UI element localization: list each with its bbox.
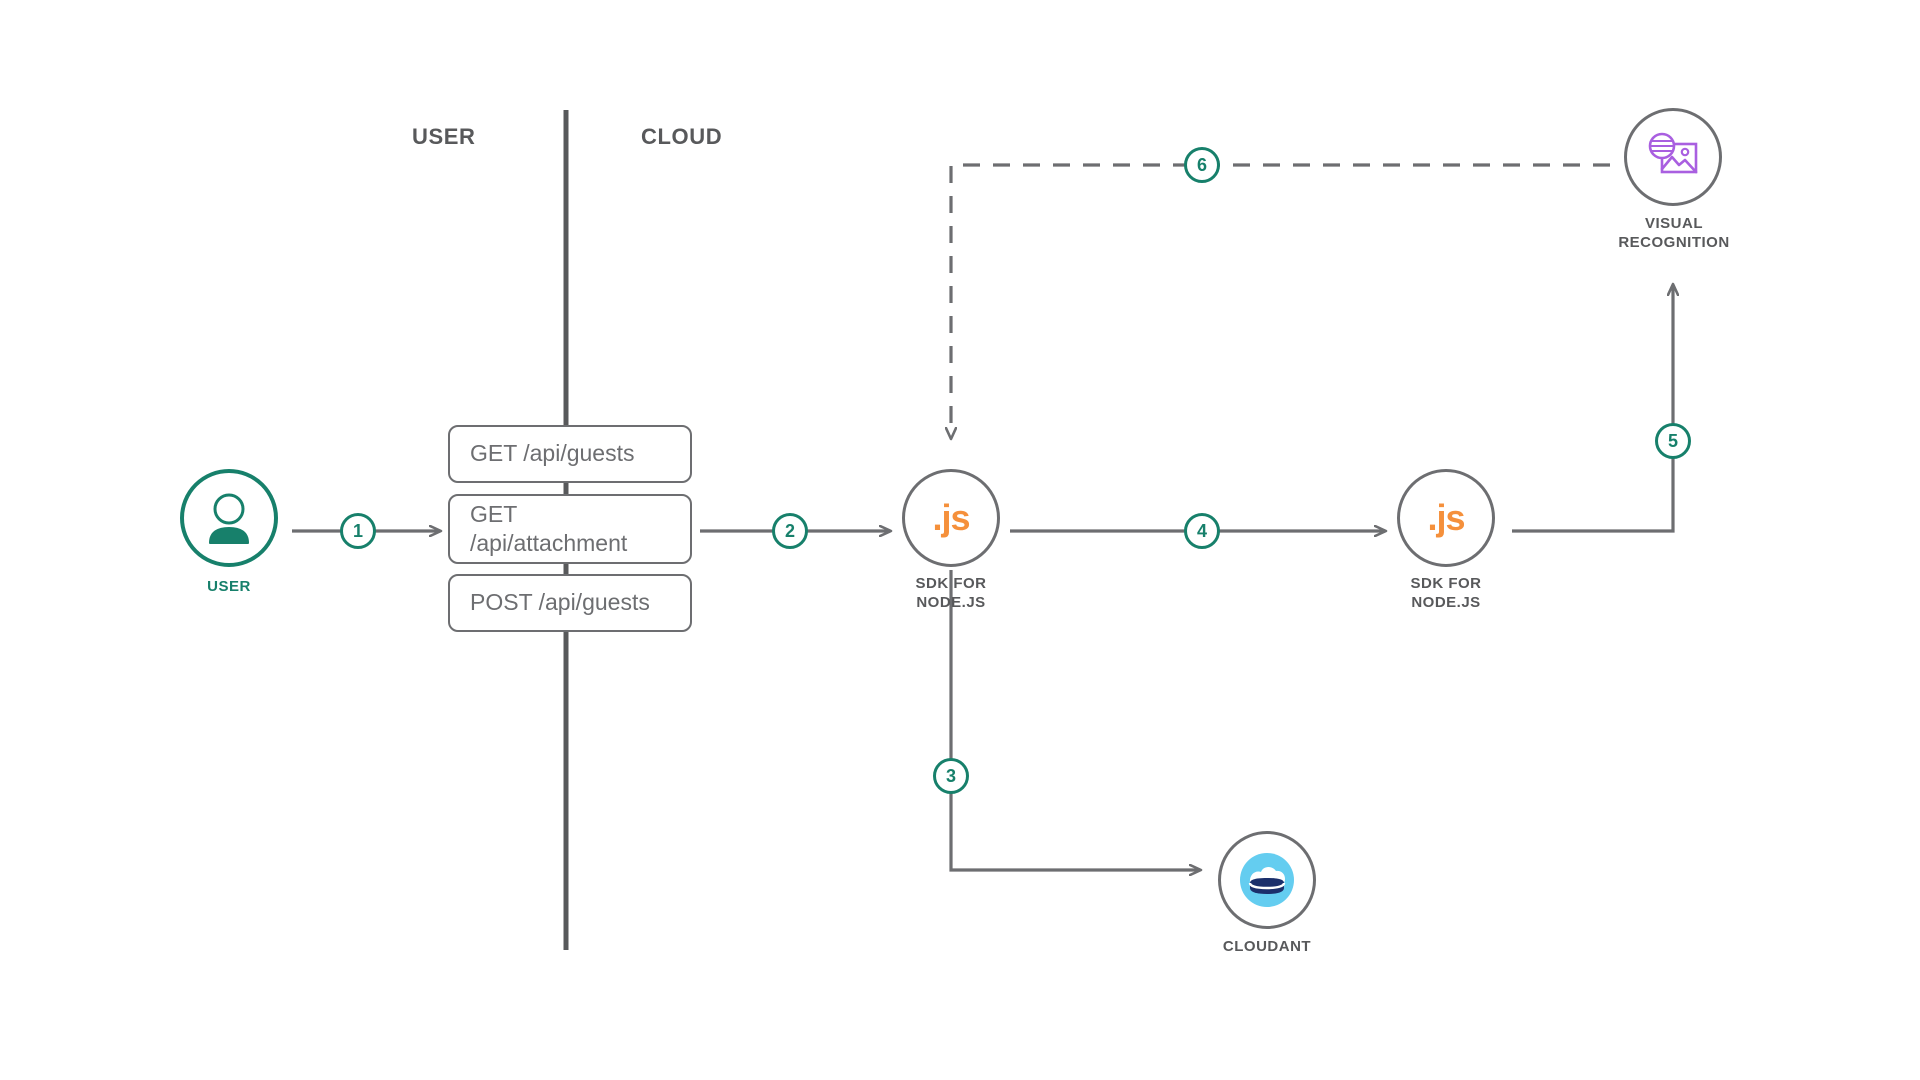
cloudant-icon — [1221, 834, 1313, 926]
user-avatar-icon — [184, 473, 274, 563]
step-badge-6[interactable]: 6 — [1184, 147, 1220, 183]
api-box-get-attachment[interactable]: GET /api/attachment — [448, 494, 692, 564]
node-visual-recognition[interactable] — [1624, 108, 1722, 206]
zone-label-cloud: CLOUD — [641, 124, 723, 149]
api-box-label: POST /api/guests — [470, 589, 650, 616]
nodejs-js-icon: .js — [932, 497, 970, 538]
node-cloudant[interactable] — [1218, 831, 1316, 929]
node-caption-cloudant: CLOUDANT — [1222, 938, 1312, 955]
connector-sdk1-to-cloudant — [949, 570, 1200, 870]
visual-recognition-icon — [1627, 111, 1719, 203]
node-caption-user: USER — [207, 578, 251, 595]
step-badge-4[interactable]: 4 — [1184, 513, 1220, 549]
node-caption-sdk-2: SDK FOR NODE.JS — [1410, 575, 1482, 611]
step-badge-1[interactable]: 1 — [340, 513, 376, 549]
step-badge-3[interactable]: 3 — [933, 758, 969, 794]
step-badge-2[interactable]: 2 — [772, 513, 808, 549]
api-box-get-guests[interactable]: GET /api/guests — [448, 425, 692, 483]
node-caption-visual-recognition: VISUAL RECOGNITION — [1618, 215, 1730, 251]
node-sdk-for-nodejs-1[interactable]: .js — [902, 469, 1000, 567]
api-box-label: GET /api/guests — [470, 440, 635, 467]
node-sdk-for-nodejs-2[interactable]: .js — [1397, 469, 1495, 567]
connector-sdk2-to-visual-recognition — [1512, 285, 1673, 533]
zone-label-user: USER — [412, 124, 476, 149]
node-user[interactable] — [180, 469, 278, 567]
node-caption-sdk-1: SDK FOR NODE.JS — [915, 575, 987, 611]
api-box-post-guests[interactable]: POST /api/guests — [448, 574, 692, 632]
api-box-label: GET /api/attachment — [470, 500, 628, 556]
step-badge-5[interactable]: 5 — [1655, 423, 1691, 459]
connector-visual-recognition-to-sdk1 — [951, 163, 1610, 438]
nodejs-js-icon: .js — [1427, 497, 1465, 538]
